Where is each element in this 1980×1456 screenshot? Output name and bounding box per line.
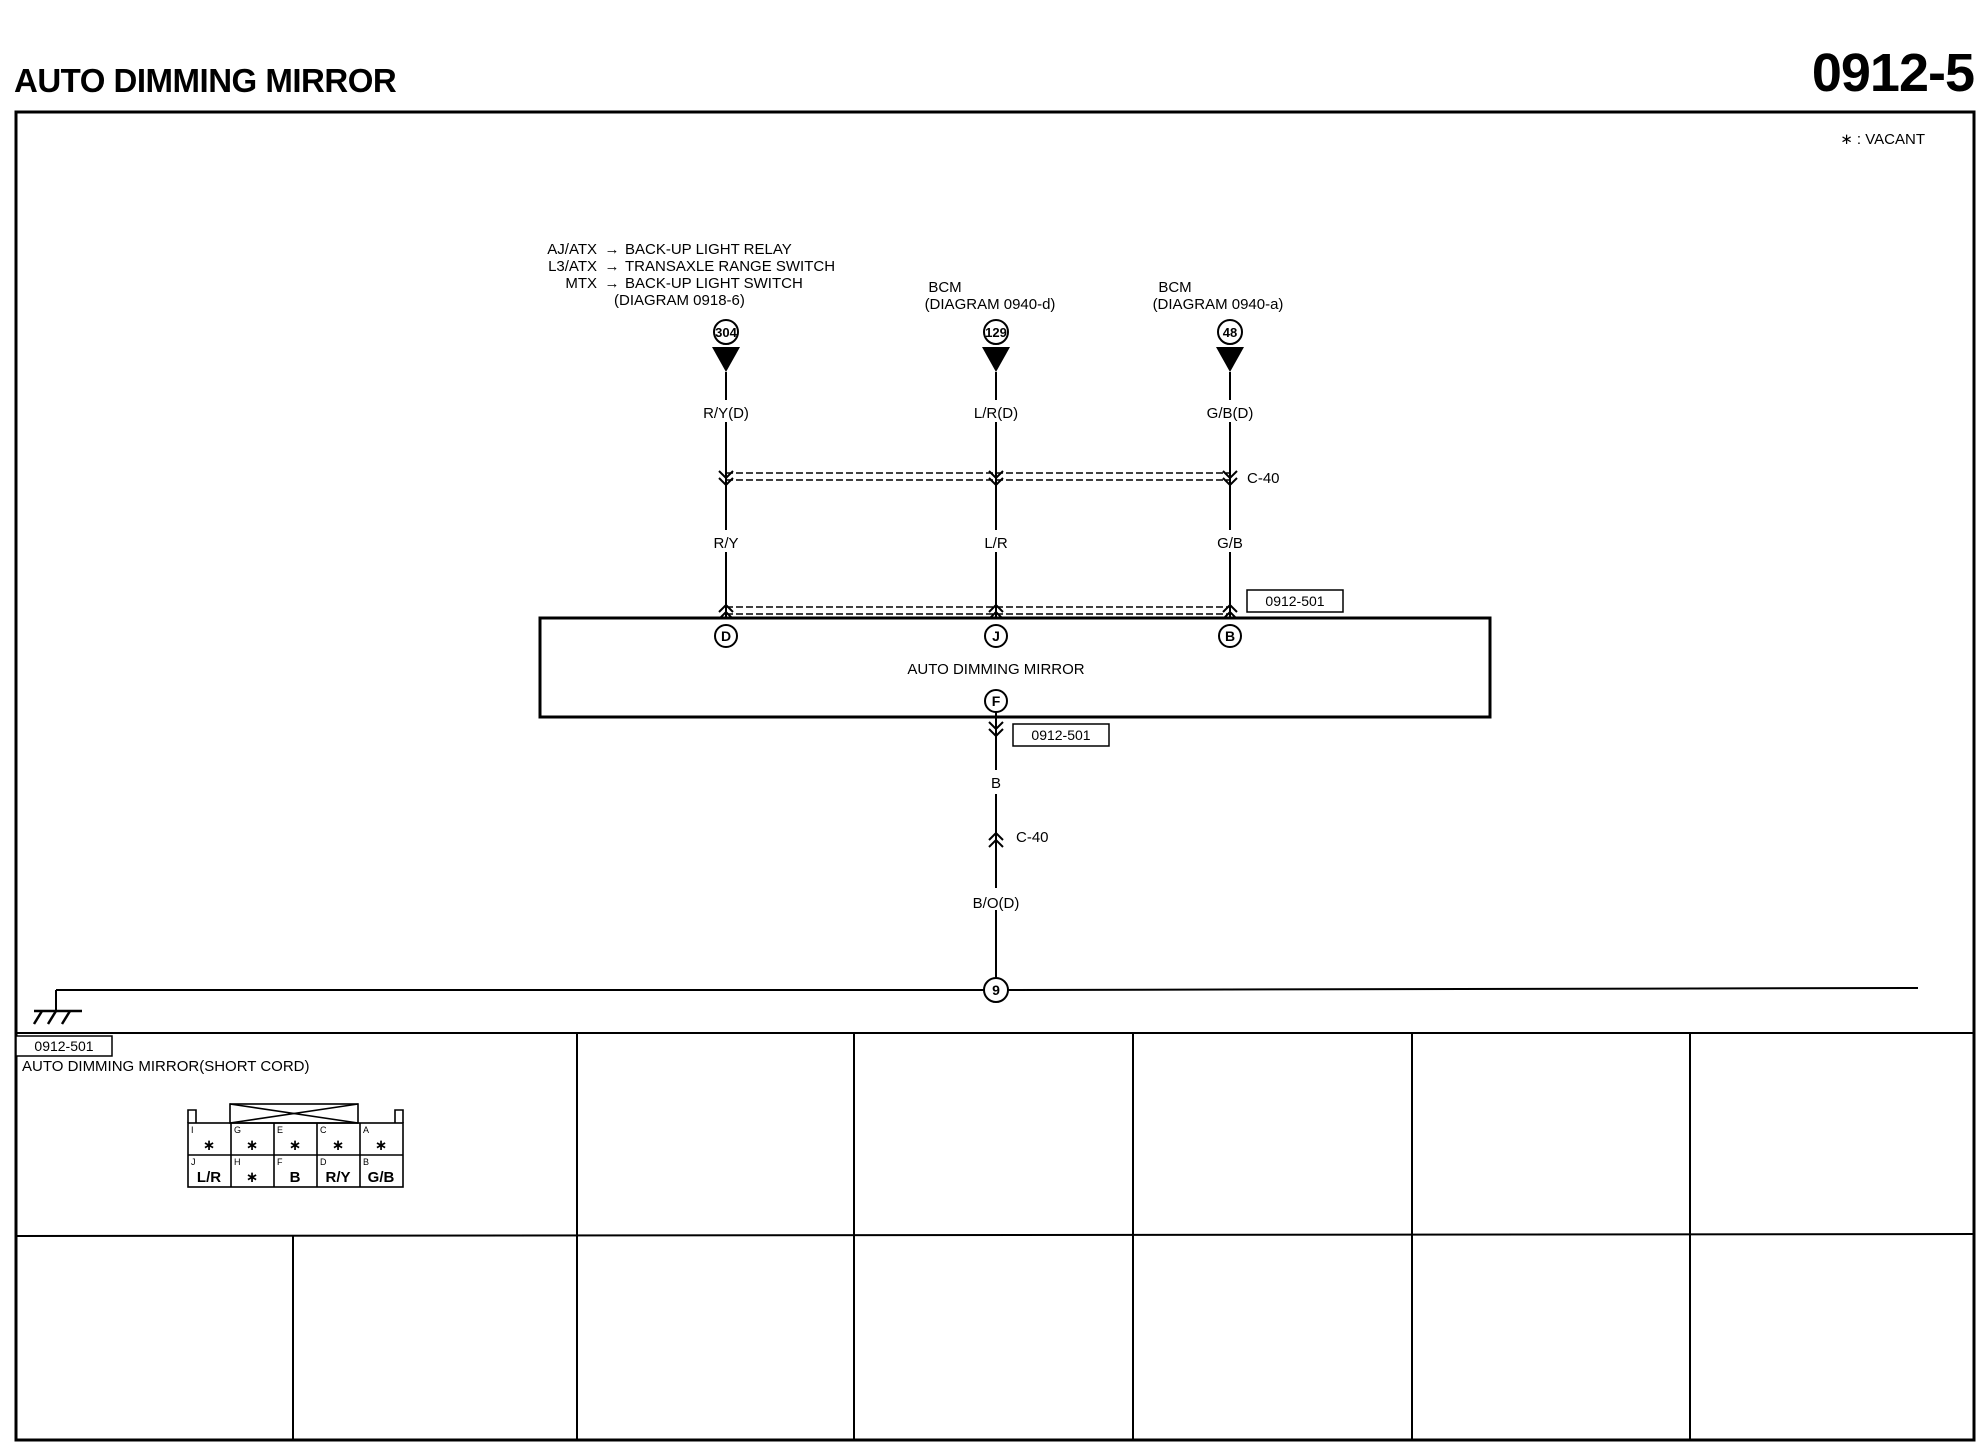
auto-dimming-mirror-component: AUTO DIMMING MIRROR D J B F	[538, 616, 1492, 719]
left-source-target-2: BACK-UP LIGHT SWITCH	[625, 275, 803, 292]
connector-view-name: AUTO DIMMING MIRROR(SHORT CORD)	[22, 1058, 310, 1075]
circuit-129-arrow	[982, 347, 1010, 372]
left-source-arrow-1: →	[605, 258, 620, 275]
right-source: BCM (DIAGRAM 0940-a)	[1153, 279, 1284, 313]
vacant-legend: ∗ : VACANT	[1840, 131, 1925, 148]
wire-label-b: B	[991, 775, 1001, 792]
pin-b: B	[1225, 628, 1235, 644]
circuit-304: 304	[712, 319, 740, 372]
cell-pin-d: D	[320, 1157, 327, 1167]
left-source-prefix-1: L3/ATX	[548, 258, 597, 275]
middle-source-diagram-ref: (DIAGRAM 0940-d)	[925, 296, 1056, 313]
component-name: AUTO DIMMING MIRROR	[907, 661, 1084, 678]
connector-mirror-top-ref: 0912-501	[1265, 593, 1324, 609]
connector-c40-upper-label: C-40	[1247, 470, 1280, 487]
cell-pin-f: F	[277, 1157, 283, 1167]
left-source-arrow-2: →	[605, 275, 620, 292]
left-source-target-0: BACK-UP LIGHT RELAY	[625, 241, 792, 258]
cell-value-j: L/R	[197, 1169, 221, 1186]
wire-label-ry-d: R/Y(D)	[703, 405, 749, 422]
cell-value-d: R/Y	[325, 1169, 350, 1186]
connector-mirror-bottom-ref: 0912-501	[1031, 727, 1090, 743]
connector-view-ref: 0912-501	[34, 1038, 93, 1054]
wire-label-lr: L/R	[984, 535, 1008, 552]
cell-value-e: ∗	[289, 1137, 302, 1154]
connector-c40-upper: C-40	[718, 470, 1280, 487]
cell-pin-h: H	[234, 1157, 241, 1167]
cell-pin-a: A	[363, 1125, 369, 1135]
cell-pin-b: B	[363, 1157, 369, 1167]
connector-view: 0912-501 AUTO DIMMING MIRROR(SHORT CORD)…	[15, 1035, 404, 1188]
middle-source: BCM (DIAGRAM 0940-d)	[925, 279, 1056, 313]
page-title: AUTO DIMMING MIRROR	[14, 62, 397, 99]
left-source-prefix-2: MTX	[565, 275, 597, 292]
cell-value-f: B	[290, 1169, 301, 1186]
left-source-diagram-ref: (DIAGRAM 0918-6)	[614, 292, 745, 309]
circuit-48-label: 48	[1223, 325, 1237, 340]
cell-pin-g: G	[234, 1125, 241, 1135]
left-source-target-1: TRANSAXLE RANGE SWITCH	[625, 258, 835, 275]
cell-pin-j: J	[191, 1157, 196, 1167]
connector-table-grid	[15, 1032, 1975, 1440]
connector-mirror-bottom: 0912-501	[988, 712, 1110, 747]
pin-d: D	[721, 628, 731, 644]
cell-value-h: ∗	[246, 1169, 259, 1186]
circuit-304-arrow	[712, 347, 740, 372]
wire-label-lr-d: L/R(D)	[974, 405, 1018, 422]
diagram-frame	[14, 110, 1976, 1442]
left-source-arrow-0: →	[605, 241, 620, 258]
circuit-48-arrow	[1216, 347, 1244, 372]
cell-pin-c: C	[320, 1125, 327, 1135]
left-source: AJ/ATX → BACK-UP LIGHT RELAY L3/ATX → TR…	[547, 241, 835, 309]
cell-value-a: ∗	[375, 1137, 388, 1154]
ground-symbol-icon	[32, 1009, 82, 1025]
cell-pin-i: I	[191, 1125, 194, 1135]
right-source-name: BCM	[1158, 279, 1191, 296]
pin-j: J	[992, 628, 1000, 644]
circuit-304-label: 304	[715, 325, 737, 340]
circuit-48: 48	[1216, 319, 1244, 372]
wire-label-gb: G/B	[1217, 535, 1243, 552]
left-source-prefix-0: AJ/ATX	[547, 241, 597, 258]
connector-c40-lower-label: C-40	[1016, 829, 1049, 846]
page-number: 0912-5	[1811, 43, 1975, 103]
ground-junction: 9	[992, 982, 1000, 998]
middle-source-name: BCM	[928, 279, 961, 296]
connector-c40-lower: C-40	[988, 829, 1049, 848]
pin-f: F	[992, 693, 1001, 709]
cell-value-g: ∗	[246, 1137, 259, 1154]
cell-value-b: G/B	[368, 1169, 395, 1186]
circuit-129: 129	[982, 319, 1010, 372]
wires	[725, 372, 1231, 979]
cell-value-c: ∗	[332, 1137, 345, 1154]
wire-label-bo-d: B/O(D)	[973, 895, 1020, 912]
connector-mirror-top: 0912-501	[718, 589, 1344, 620]
cell-value-i: ∗	[203, 1137, 216, 1154]
ground-bus: 9	[55, 977, 1919, 1010]
right-source-diagram-ref: (DIAGRAM 0940-a)	[1153, 296, 1284, 313]
circuit-129-label: 129	[985, 325, 1007, 340]
wire-label-ry: R/Y	[713, 535, 738, 552]
cell-pin-e: E	[277, 1125, 283, 1135]
wire-label-gb-d: G/B(D)	[1207, 405, 1254, 422]
